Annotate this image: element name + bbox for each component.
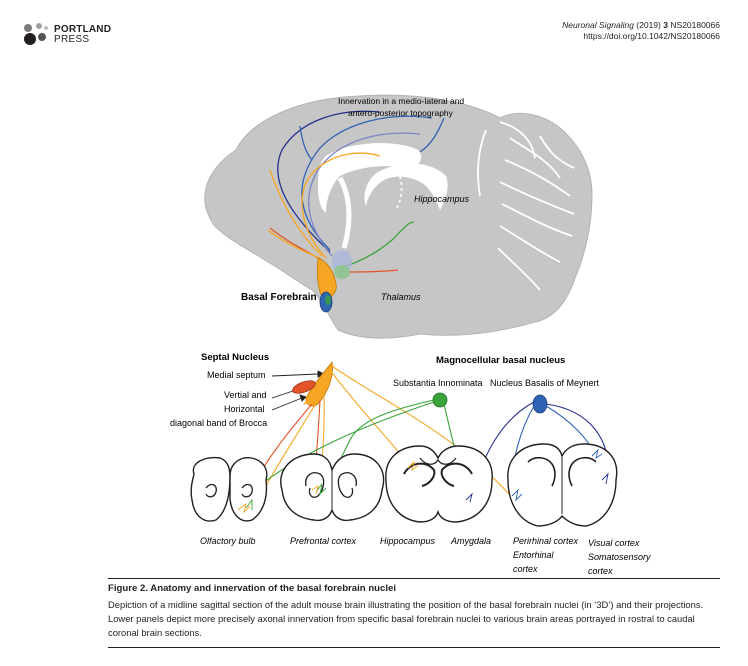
olfactory-bulb-label: Olfactory bulb	[200, 536, 256, 546]
diagonal-band-shape	[292, 380, 316, 394]
section-prefrontal-cortex	[280, 453, 385, 522]
corpus-callosum	[318, 143, 422, 212]
prefrontal-cortex-label: Prefrontal cortex	[290, 536, 357, 546]
lower-panel: Septal Nucleus Medial septum Vertial and…	[170, 352, 651, 576]
journal-volume: 3	[663, 20, 668, 30]
publisher-logo: PORTLAND PRESS	[22, 22, 111, 48]
amygdala-label: Amygdala	[450, 536, 491, 546]
caption-body: Depiction of a midline sagittal section …	[108, 599, 704, 638]
projection-fibers	[267, 110, 445, 273]
fornix	[337, 176, 352, 249]
caption-bottom-rule	[108, 647, 720, 648]
somatosensory-label-1: Somatosensory	[588, 552, 651, 562]
figure-2: Innervation in a medio-lateral and anter…	[170, 94, 651, 576]
substantia-innominata-label: Substantia Innominata	[393, 378, 483, 388]
section-hippocampus	[385, 445, 493, 523]
caption-title: Figure 2. Anatomy and innervation of the…	[108, 583, 397, 594]
visual-cortex-label: Visual cortex	[588, 538, 640, 548]
journal-reference: Neuronal Signaling (2019) 3 NS20180066 h…	[562, 20, 720, 42]
hippocampus-shape	[364, 163, 448, 210]
journal-name: Neuronal Signaling	[562, 20, 634, 30]
somatosensory-label-2: cortex	[588, 566, 613, 576]
cerebellum-folds	[477, 121, 575, 291]
nucleus-basalis-nucleus	[532, 394, 548, 414]
section-caudal	[507, 443, 618, 527]
doi-link[interactable]: https://doi.org/10.1042/NS20180066	[583, 31, 720, 41]
db-label-2: Horizontal	[224, 404, 265, 414]
thalamus-label: Thalamus	[381, 292, 421, 302]
logo-line2: PRESS	[54, 34, 90, 45]
basal-forebrain-label: Basal Forebrain	[241, 292, 317, 303]
medial-septum-label: Medial septum	[207, 370, 266, 380]
article-id: NS20180066	[670, 20, 720, 30]
sagittal-brain: Innervation in a medio-lateral and anter…	[204, 94, 593, 339]
logo-dots-icon	[24, 23, 48, 45]
septal-nucleus-label: Septal Nucleus	[201, 352, 269, 363]
caption-top-rule	[108, 578, 720, 579]
entorhinal-label-2: cortex	[513, 564, 538, 574]
brain-silhouette	[204, 94, 593, 339]
nucleus-blob-green	[334, 265, 350, 279]
perirhinal-label: Perirhinal cortex	[513, 536, 579, 546]
db-label-3: diagonal band of Brocca	[170, 418, 267, 428]
journal-year: (2019)	[636, 20, 661, 30]
substantia-innominata-nucleus	[432, 392, 448, 408]
hippocampus-section-label: Hippocampus	[380, 536, 436, 546]
section-olfactory-bulb	[190, 456, 268, 522]
innervation-label-2: antero-posterior topography	[348, 108, 454, 118]
magnocellular-label: Magnocellular basal nucleus	[436, 355, 565, 366]
hippocampus-label: Hippocampus	[414, 194, 470, 204]
nucleus-basalis-label: Nucleus Basalis of Meynert	[490, 378, 600, 388]
medial-septum-shape	[305, 361, 333, 407]
entorhinal-label-1: Entorhinal	[513, 550, 555, 560]
logo-line1: PORTLAND	[54, 24, 112, 35]
basal-forebrain-orange	[316, 257, 337, 301]
figure-caption: Figure 2. Anatomy and innervation of the…	[108, 582, 728, 640]
db-label-1: Vertial and	[224, 390, 267, 400]
innervation-label-1: Innervation in a medio-lateral and	[338, 96, 464, 106]
